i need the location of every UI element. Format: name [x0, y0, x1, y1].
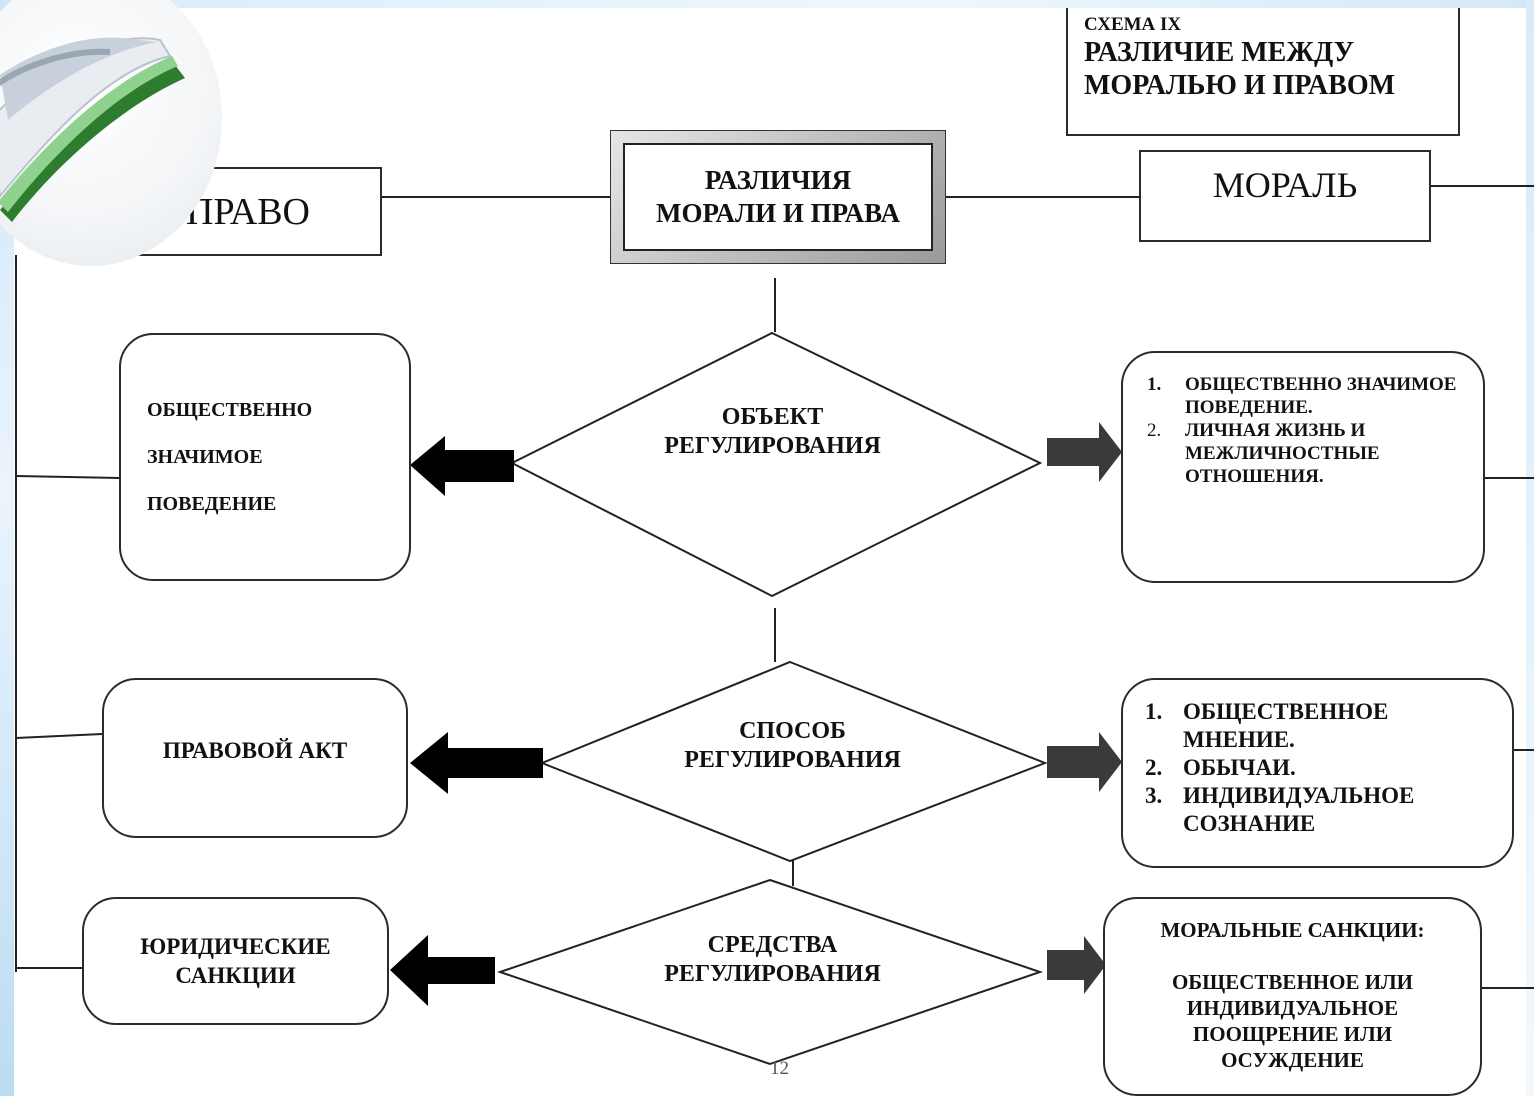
list-item: 2.ОБЫЧАИ.: [1145, 755, 1296, 780]
diamond-object: [509, 331, 1043, 598]
morality-header-label: МОРАЛЬ: [1212, 165, 1358, 205]
morality-object-box: 1.ОБЩЕСТВЕННО ЗНАЧИМОЕ ПОВЕДЕНИЕ. 2.ЛИЧН…: [1121, 351, 1485, 583]
law-means-line1: ЮРИДИЧЕСКИЕ: [140, 934, 331, 959]
scheme-label: СХЕМА IX: [1084, 14, 1182, 35]
arrow-right-row3: [1047, 936, 1106, 994]
law-header-label: ПРАВО: [186, 190, 310, 233]
list-item: 1.ОБЩЕСТВЕННОЕ МНЕНИЕ.: [1145, 699, 1389, 752]
diamond-method: [539, 660, 1048, 863]
center-box: РАЗЛИЧИЯ МОРАЛИ И ПРАВА: [610, 130, 946, 264]
law-means-box: ЮРИДИЧЕСКИЕ САНКЦИИ: [82, 897, 389, 1025]
list-item: 3.ИНДИВИДУАЛЬНОЕ СОЗНАНИЕ: [1145, 783, 1415, 836]
criterion-object-line2: РЕГУЛИРОВАНИЯ: [664, 433, 881, 459]
list-item: 2.ЛИЧНАЯ ЖИЗНЬ И МЕЖЛИЧНОСТНЫЕ ОТНОШЕНИЯ…: [1147, 420, 1380, 487]
diamond-object-label: ОБЪЕКТ РЕГУЛИРОВАНИЯ: [640, 403, 905, 461]
scheme-title-line1: РАЗЛИЧИЕ МЕЖДУ: [1084, 37, 1355, 68]
left-branch-row2: [15, 733, 103, 739]
arrow-right-row1: [1047, 422, 1122, 482]
diamond-method-label: СПОСОБ РЕГУЛИРОВАНИЯ: [660, 717, 925, 775]
morality-object-list: 1.ОБЩЕСТВЕННО ЗНАЧИМОЕ ПОВЕДЕНИЕ. 2.ЛИЧН…: [1147, 373, 1463, 488]
law-object-line2: ЗНАЧИМОЕ: [147, 445, 263, 468]
criterion-method-line2: РЕГУЛИРОВАНИЯ: [684, 747, 901, 773]
morality-means-heading: МОРАЛЬНЫЕ САНКЦИИ:: [1160, 918, 1425, 942]
background-left-band: [0, 0, 14, 1096]
criterion-object-line1: ОБЪЕКТ: [721, 404, 824, 430]
book-logo: [0, 0, 222, 266]
list-item: 1.ОБЩЕСТВЕННО ЗНАЧИМОЕ ПОВЕДЕНИЕ.: [1147, 374, 1457, 418]
morality-method-list: 1.ОБЩЕСТВЕННОЕ МНЕНИЕ. 2.ОБЫЧАИ. 3.ИНДИВ…: [1145, 698, 1492, 838]
background-right-band: [1526, 0, 1534, 1096]
diamond-means-label: СРЕДСТВА РЕГУЛИРОВАНИЯ: [640, 931, 905, 989]
arrow-right-row2: [1047, 732, 1122, 792]
arrow-left-row3: [390, 935, 495, 1006]
open-book-icon: [0, 37, 185, 222]
morality-means-body: ОБЩЕСТВЕННОЕ ИЛИ ИНДИВИДУАЛЬНОЕ ПООЩРЕНИ…: [1171, 970, 1414, 1072]
law-object-box: ОБЩЕСТВЕННО ЗНАЧИМОЕ ПОВЕДЕНИЕ: [119, 333, 411, 581]
center-title-line2: МОРАЛИ И ПРАВА: [656, 198, 900, 228]
law-object-line3: ПОВЕДЕНИЕ: [147, 492, 277, 515]
background-top-band: [0, 0, 1534, 8]
page-number: 12: [770, 1058, 789, 1079]
criterion-means-line1: СРЕДСТВА: [707, 932, 838, 958]
morality-header-box: МОРАЛЬ: [1139, 150, 1431, 242]
center-inner: РАЗЛИЧИЯ МОРАЛИ И ПРАВА: [623, 143, 933, 251]
center-title-line1: РАЗЛИЧИЯ: [704, 165, 852, 195]
arrow-left-row2: [410, 732, 543, 794]
criterion-means-line2: РЕГУЛИРОВАНИЯ: [664, 961, 881, 987]
criterion-method-line1: СПОСОБ: [739, 718, 846, 744]
scheme-title-box: СХЕМА IX РАЗЛИЧИЕ МЕЖДУ МОРАЛЬЮ И ПРАВОМ: [1066, 8, 1460, 136]
law-means-line2: САНКЦИИ: [175, 963, 296, 988]
morality-method-box: 1.ОБЩЕСТВЕННОЕ МНЕНИЕ. 2.ОБЫЧАИ. 3.ИНДИВ…: [1121, 678, 1514, 868]
law-method-box: ПРАВОВОЙ АКТ: [102, 678, 408, 838]
law-method-label: ПРАВОВОЙ АКТ: [162, 738, 348, 763]
arrow-left-row1: [410, 436, 514, 496]
law-object-line1: ОБЩЕСТВЕННО: [147, 398, 313, 421]
left-branch-row1: [15, 475, 121, 479]
morality-means-box: МОРАЛЬНЫЕ САНКЦИИ: ОБЩЕСТВЕННОЕ ИЛИ ИНДИ…: [1103, 897, 1482, 1096]
scheme-title-line2: МОРАЛЬЮ И ПРАВОМ: [1084, 70, 1396, 101]
diamond-means: [496, 878, 1044, 1066]
